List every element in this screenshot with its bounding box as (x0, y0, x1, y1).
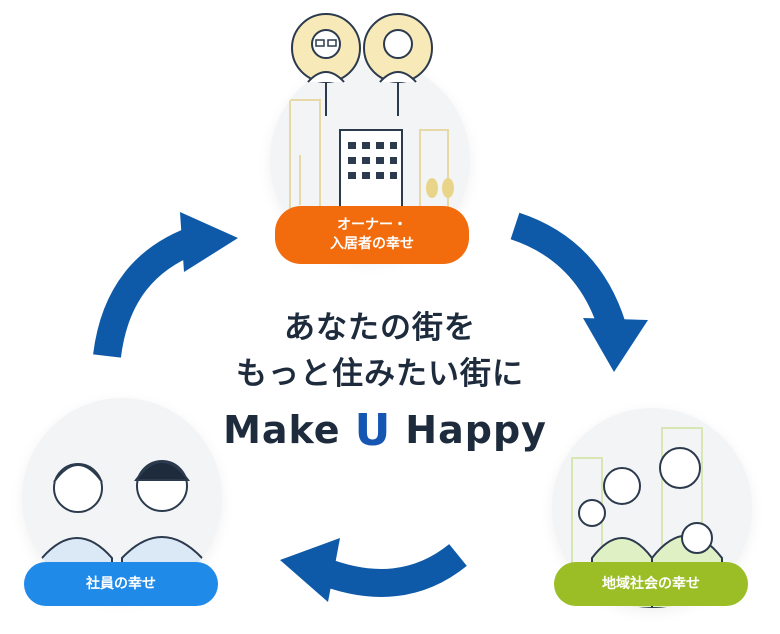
brand-u: U (354, 404, 392, 456)
owner-happiness-label: オーナー・ 入居者の幸せ (275, 206, 469, 264)
owner-label-line2: 入居者の幸せ (330, 236, 414, 252)
message-line1: あなたの街を (284, 310, 476, 346)
center-message: あなたの街を もっと住みたい街に (180, 305, 580, 397)
brand-happy: Happy (405, 408, 547, 452)
arrow-left (93, 212, 238, 358)
owner-avatars (291, 13, 433, 116)
message-line2: もっと住みたい街に (236, 356, 524, 392)
community-happiness-label: 地域社会の幸せ (554, 562, 748, 606)
brand-make: Make (223, 408, 341, 452)
brand-slogan: Make U Happy (215, 400, 555, 460)
arrow-top-right (510, 212, 648, 372)
owner-label-line1: オーナー・ (337, 217, 407, 234)
arrow-bottom (280, 538, 467, 602)
employee-happiness-label: 社員の幸せ (24, 562, 218, 606)
